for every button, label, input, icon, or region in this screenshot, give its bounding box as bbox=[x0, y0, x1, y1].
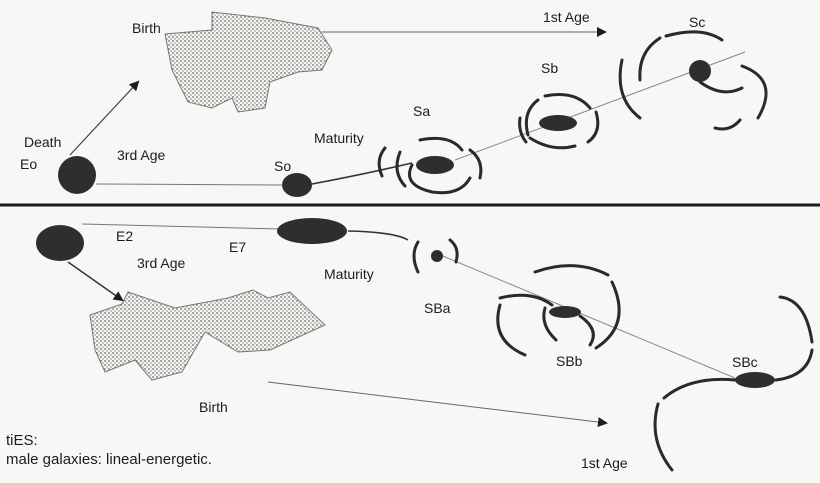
notes-title: tiES: bbox=[6, 433, 38, 448]
bottom-birth-to-first-age-arrow bbox=[268, 382, 606, 423]
bottom-sba-to-sbc-line bbox=[438, 254, 735, 378]
top-death-to-birth-arrow bbox=[70, 82, 138, 155]
top-sb-galaxy bbox=[520, 95, 598, 148]
top-eo-to-so-line bbox=[96, 184, 282, 185]
top-sb-label: Sb bbox=[541, 61, 558, 75]
top-third-age-label: 3rd Age bbox=[117, 148, 165, 162]
bottom-sbc-galaxy bbox=[655, 297, 812, 470]
bottom-first-age-label: 1st Age bbox=[581, 456, 628, 470]
bottom-e2-label: E2 bbox=[116, 229, 133, 243]
bottom-e7-to-sba-curve bbox=[348, 231, 408, 240]
bottom-sba-label: SBa bbox=[424, 301, 450, 315]
bottom-sbc-label: SBc bbox=[732, 355, 758, 369]
bottom-e2-galaxy bbox=[36, 225, 84, 261]
top-sa-label: Sa bbox=[413, 104, 430, 118]
notes-text: male galaxies: lineal-energetic. bbox=[6, 452, 212, 467]
top-sa-galaxy bbox=[379, 138, 481, 192]
top-birth-cloud bbox=[165, 12, 332, 112]
top-sc-galaxy bbox=[620, 32, 766, 129]
bottom-sbb-label: SBb bbox=[556, 354, 582, 368]
bottom-sbb-galaxy bbox=[498, 266, 619, 355]
bottom-sba-galaxy bbox=[414, 240, 457, 272]
top-birth-label: Birth bbox=[132, 21, 161, 35]
bottom-e7-galaxy bbox=[277, 218, 347, 244]
bottom-e2-to-birth-arrow bbox=[68, 262, 122, 300]
top-maturity-label: Maturity bbox=[314, 131, 364, 145]
top-so-label: So bbox=[274, 159, 291, 173]
bottom-e2-to-e7-line bbox=[82, 224, 280, 229]
top-death-label: Death bbox=[24, 135, 61, 149]
bottom-birth-label: Birth bbox=[199, 400, 228, 414]
bottom-e7-label: E7 bbox=[229, 240, 246, 254]
bottom-third-age-label: 3rd Age bbox=[137, 256, 185, 270]
top-sc-label: Sc bbox=[689, 15, 705, 29]
bottom-maturity-label: Maturity bbox=[324, 267, 374, 281]
top-eo-galaxy bbox=[58, 156, 96, 194]
top-so-galaxy bbox=[282, 173, 312, 197]
bottom-birth-cloud bbox=[90, 290, 325, 380]
top-first-age-label: 1st Age bbox=[543, 10, 590, 24]
top-eo-label: Eo bbox=[20, 157, 37, 171]
